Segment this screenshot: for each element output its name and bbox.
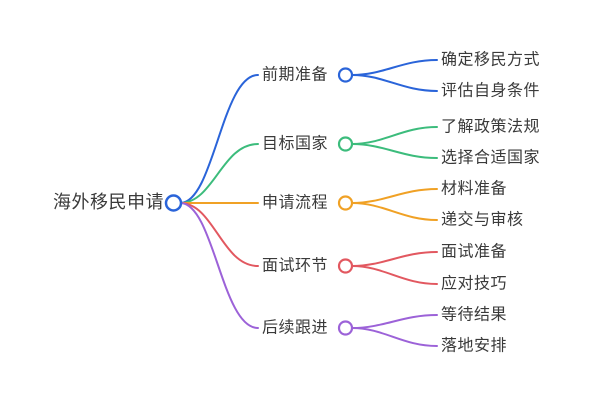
branch-label-2[interactable]: 申请流程 [262,194,329,212]
edge-branch-0-child-0 [351,59,438,76]
branch-label-1[interactable]: 目标国家 [262,135,329,153]
edge-branch-0-child-1 [351,74,438,92]
leaf-label-0-0[interactable]: 确定移民方式 [441,51,541,69]
edge-root-to-branch-4 [180,202,259,329]
branch-label-0[interactable]: 前期准备 [262,66,329,84]
leaf-label-4-0[interactable]: 等待结果 [441,306,508,324]
leaf-label-2-1[interactable]: 递交与审核 [441,211,524,229]
edge-branch-4-child-1 [351,327,438,347]
branch-label-3[interactable]: 面试环节 [262,257,329,275]
root-node-ring[interactable] [164,194,183,212]
branch-3-ring[interactable] [337,258,354,274]
branch-4-ring[interactable] [337,320,354,336]
edge-branch-1-child-0 [351,126,438,145]
edge-branch-2-child-1 [351,202,438,221]
leaf-label-0-1[interactable]: 评估自身条件 [441,82,541,100]
root-node-label[interactable]: 海外移民申请 [53,192,164,213]
branch-2-ring[interactable] [337,195,354,211]
edge-branch-2-child-0 [351,188,438,204]
branch-label-4[interactable]: 后续跟进 [262,319,329,337]
edge-branch-4-child-0 [351,314,438,329]
edge-branch-1-child-1 [351,143,438,159]
leaf-label-4-1[interactable]: 落地安排 [441,337,508,355]
edge-branch-3-child-1 [351,265,438,285]
branch-1-ring[interactable] [337,136,354,152]
leaf-label-3-1[interactable]: 应对技巧 [441,275,508,293]
branch-0-ring[interactable] [337,67,354,83]
edge-root-to-branch-1 [180,143,259,204]
leaf-label-2-0[interactable]: 材料准备 [441,180,508,198]
edge-root-to-branch-0 [180,74,259,204]
edge-root-to-branch-3 [180,202,259,267]
leaf-label-1-1[interactable]: 选择合适国家 [441,149,541,167]
leaf-label-1-0[interactable]: 了解政策法规 [441,118,541,136]
edge-branch-3-child-0 [351,251,438,267]
leaf-label-3-0[interactable]: 面试准备 [441,243,508,261]
